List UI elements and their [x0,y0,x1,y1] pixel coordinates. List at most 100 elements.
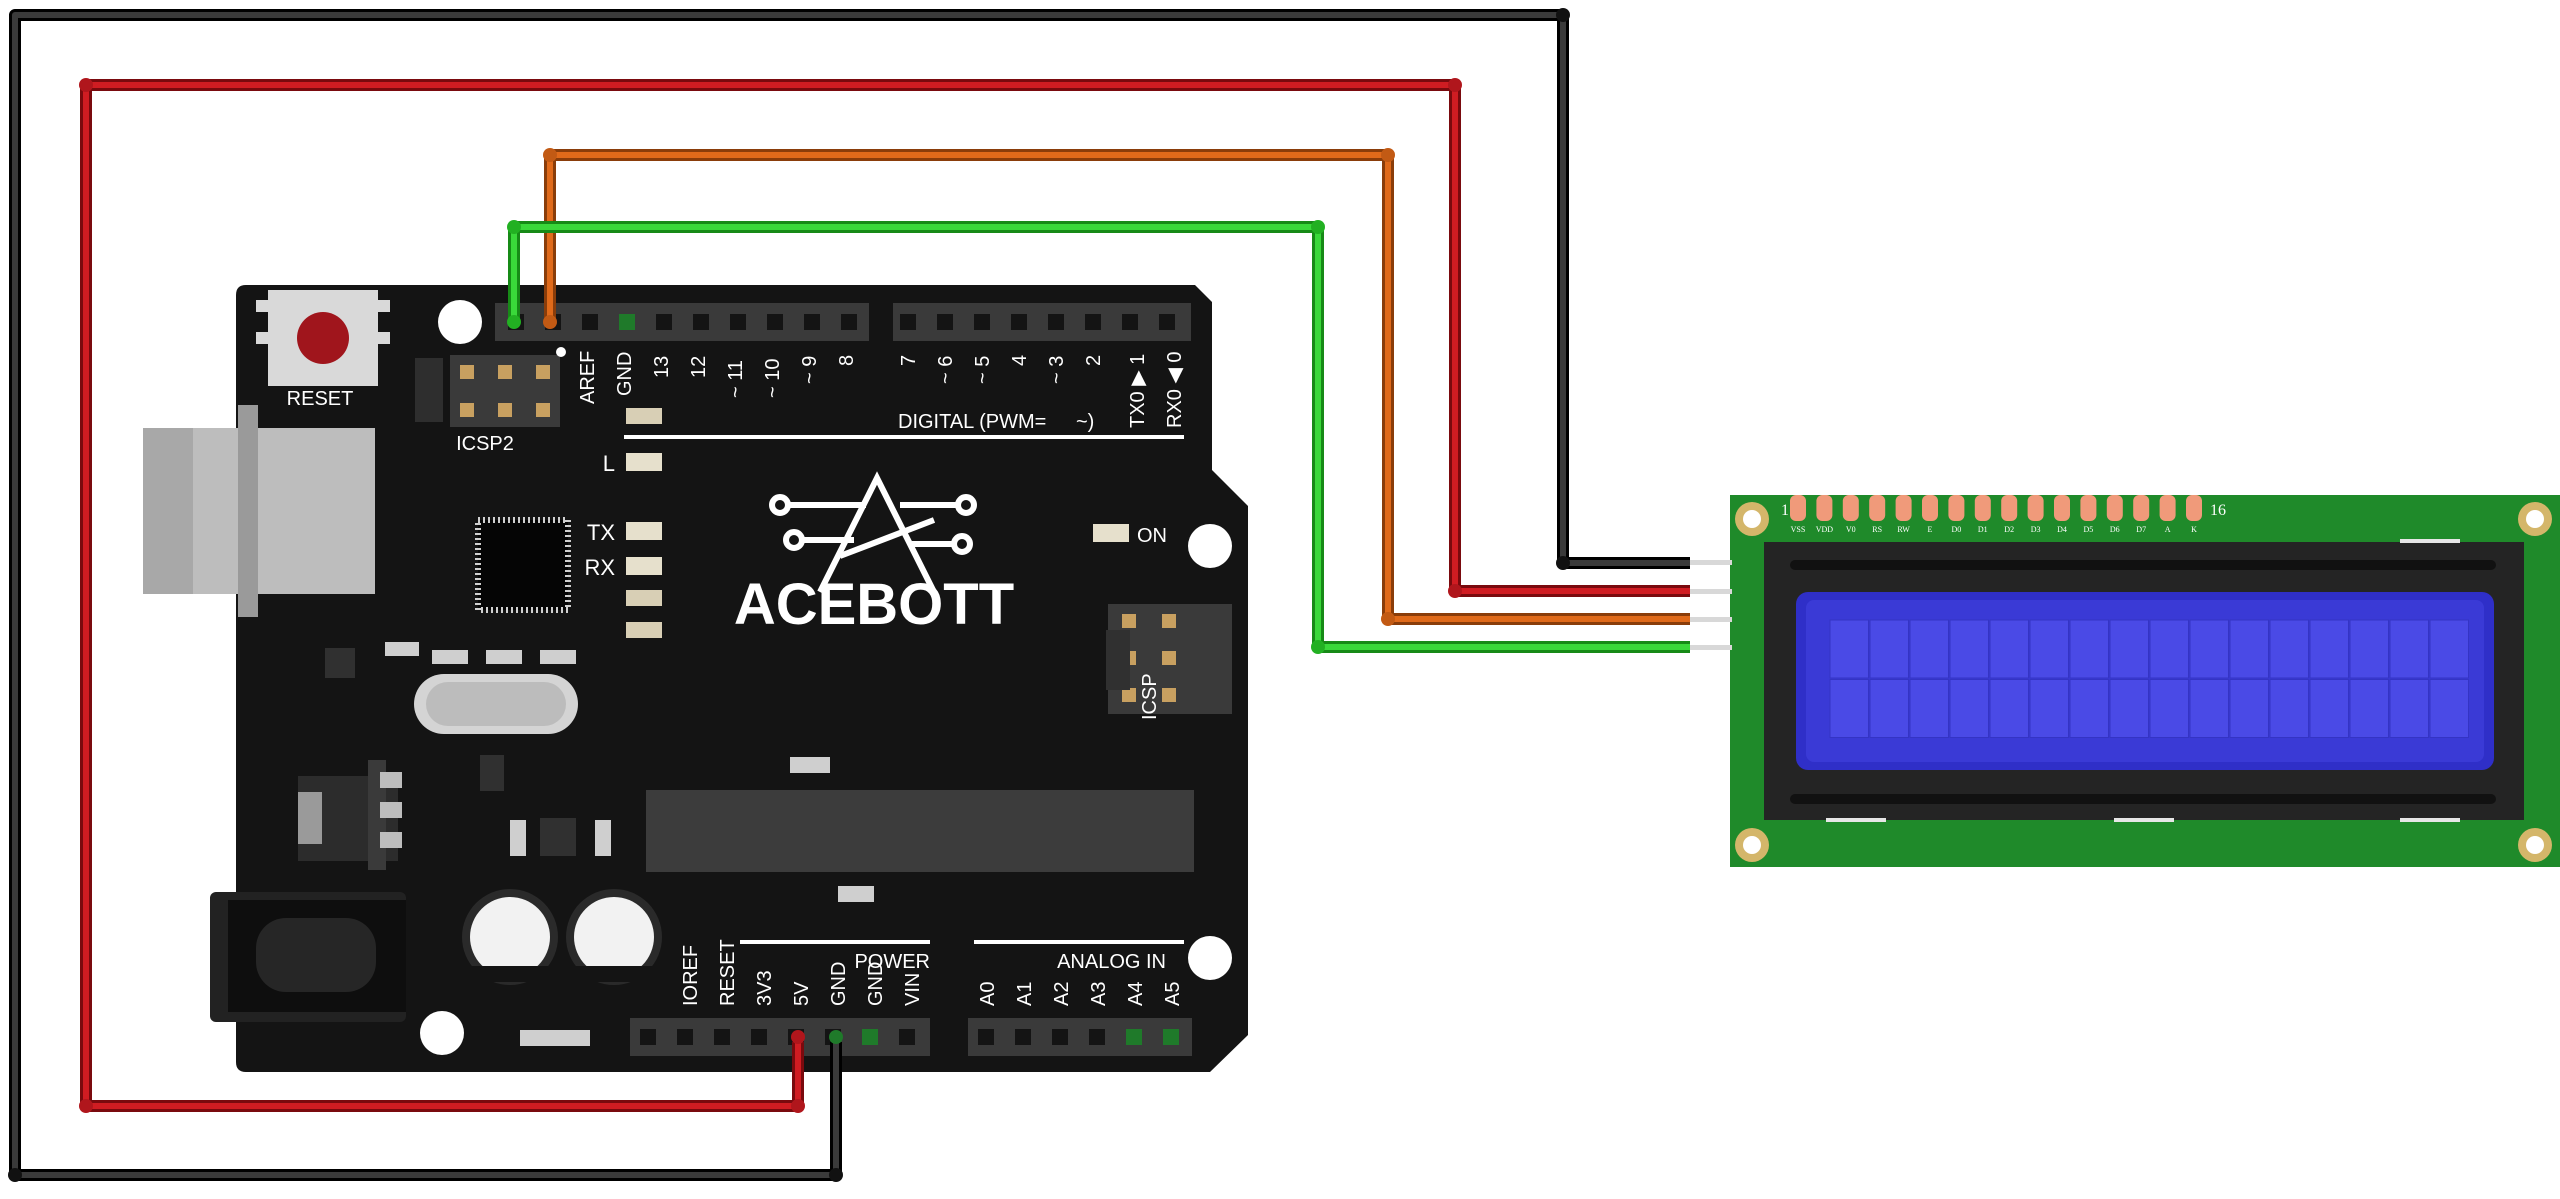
lcd-pin [2133,495,2150,521]
analog-label: ANALOG IN [1057,951,1166,973]
lcd-cell [2189,619,2229,679]
lcd-cell [2309,679,2349,738]
pwm-symbol: ~) [1076,411,1094,433]
lcd-pin-label: D4 [2057,525,2067,534]
lcd-pin-label: D7 [2136,525,2146,534]
lcd-pin-label: D1 [1978,525,1988,534]
analog-pin-label: A2 [1051,982,1073,1006]
icsp2-label: ICSP2 [456,433,514,455]
top-pin-label: ~ 3 [1046,356,1068,384]
led-on [1093,524,1129,542]
lcd-pin-label: E [1928,525,1933,534]
lcd-pin-label: RW [1897,525,1910,534]
analog-pin-label: A0 [977,982,999,1006]
lcd-cell [1829,619,1869,679]
led-tx [626,522,662,540]
power-pin-label: IOREF [680,945,702,1006]
icsp-header [1106,604,1232,714]
power-pin-label: RESET [717,939,739,1006]
lcd-pin [1869,495,1886,521]
lcd-cell [2069,619,2109,679]
lcd-pin [2001,495,2018,521]
capacitor [566,889,662,985]
lcd-cell [1949,619,1989,679]
lcd-cell [2029,619,2069,679]
reset-label: RESET [287,388,354,410]
lcd-pin-label: D6 [2110,525,2120,534]
icsp2-header [450,355,560,427]
wires [8,8,1690,1182]
lcd-cell [2189,679,2229,738]
analog-pin-labels: A0 A1 A2 A3 A4 A5 [977,982,1184,1006]
arduino-board: RESET ICSP2 [143,285,1248,1072]
lcd-cell [1909,619,1949,679]
top-pin-label: RX0 ◀ 0 [1164,351,1186,428]
power-pin-label: VIN [902,973,924,1006]
top-pin-labels: AREF GND 13 12 ~ 11 ~ 10 ~ 9 8 7 ~ 6 ~ 5… [577,351,1186,428]
lcd-cell [2069,679,2109,738]
lcd-cell [2429,619,2469,679]
digital-label: DIGITAL (PWM= [898,411,1046,433]
reset-button [256,290,390,386]
top-pin-label: GND [614,352,636,396]
bottom-pin-holes [640,1029,1179,1045]
lcd-side-connector [1690,560,1732,650]
lcd-cell [1869,619,1909,679]
analog-header [968,1018,1192,1056]
lcd-cell [1829,679,1869,738]
lcd-pin-first-label: 1 [1781,502,1789,519]
wire-nodes [8,8,1570,1182]
power-pin-label: 3V3 [754,970,776,1006]
icsp-label: ICSP [1139,673,1161,720]
top-pin-label: 4 [1009,355,1031,366]
top-pin-label: 7 [898,355,920,366]
analog-pin-label: A5 [1162,982,1184,1006]
lcd-cell [2149,679,2189,738]
lcd-pin-last-label: 16 [2210,502,2226,519]
lcd-pin-label: D3 [2031,525,2041,534]
led-l [626,453,662,471]
lcd-cell [2389,679,2429,738]
lcd-pin-label: VDD [1816,525,1834,534]
power-pin-label: GND [865,962,887,1006]
mount-hole [1188,936,1232,980]
top-pin-holes [508,314,1175,330]
lcd-pin-label: K [2191,525,2197,534]
lcd-cell [2429,679,2469,738]
main-ic [646,790,1194,872]
lcd-cell [2109,619,2149,679]
top-pin-label: 13 [651,356,673,378]
power-pin-label: 5V [791,981,813,1006]
lcd-pin [2159,495,2176,521]
lcd-cell [2349,679,2389,738]
power-label: POWER [854,951,930,973]
lcd-pin-label: A [2165,525,2171,534]
top-pin-label: 8 [836,355,858,366]
lcd-pin [2186,495,2202,521]
lcd-pin-label: D5 [2084,525,2094,534]
lcd-pin-label: VSS [1791,525,1806,534]
led-rx-label: RX [584,555,615,580]
top-pin-label: 12 [688,356,710,378]
led-l-label: L [603,451,615,476]
lcd-pin [2106,495,2123,521]
lcd-cell [1949,679,1989,738]
top-pin-label: TX0 ▶ 1 [1127,354,1149,428]
lcd-cell [2229,619,2269,679]
lcd-cell [2309,619,2349,679]
lcd-character-cells [1829,619,2469,738]
lcd-cell [2389,619,2429,679]
lcd-pin [1922,495,1938,521]
lcd-pin-label: D0 [1952,525,1962,534]
lcd-pin [1895,495,1912,521]
lcd-cell [2269,679,2309,738]
lcd-cell [1989,619,2029,679]
capacitor [462,889,558,985]
lcd-pin-label: RS [1872,525,1882,534]
led-rx [626,557,662,575]
lcd-pin [1974,495,1991,521]
lcd-cell [2029,679,2069,738]
top-pin-label: ~ 10 [762,359,784,398]
